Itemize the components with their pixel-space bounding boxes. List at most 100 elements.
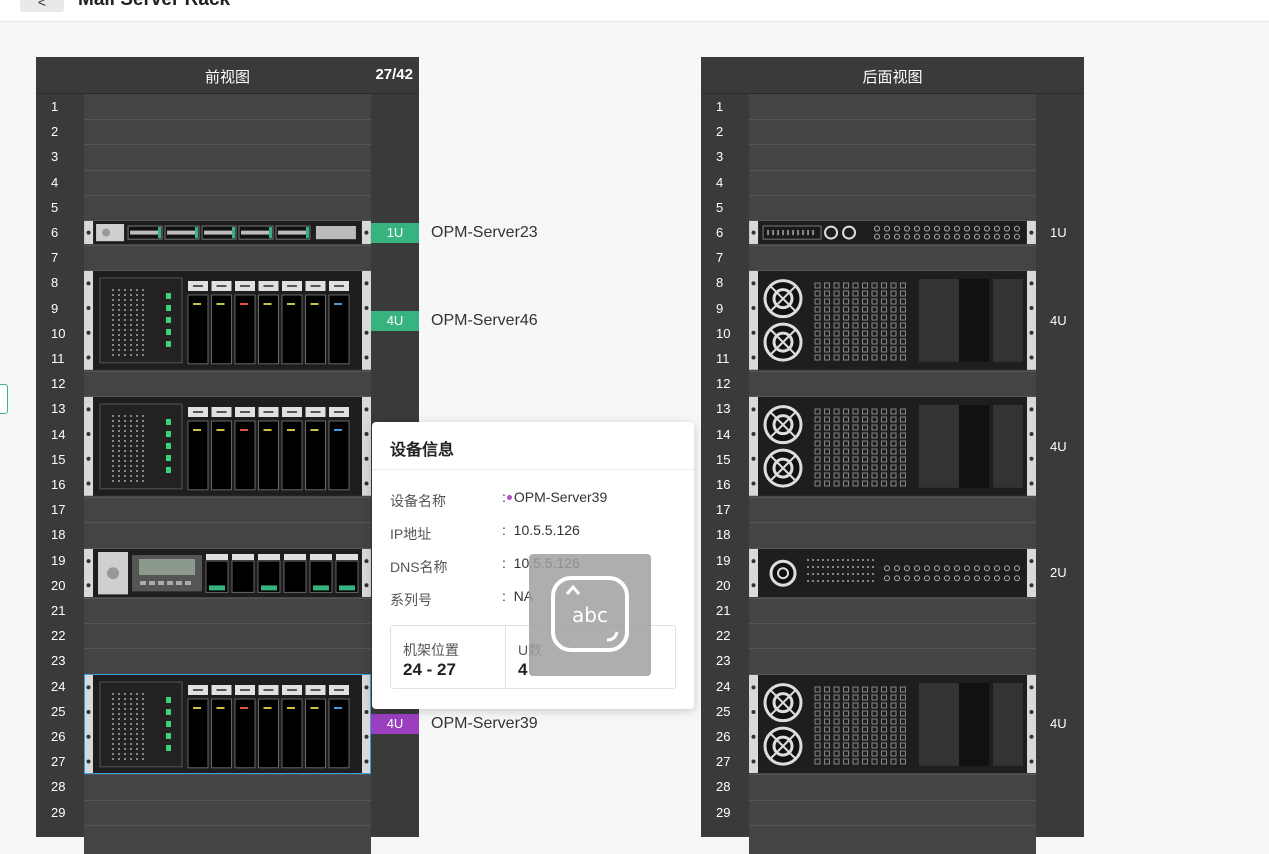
status-dot-icon [506,494,512,500]
unit-divider [84,396,371,398]
sep: : [502,588,506,604]
unit-number: 11 [716,351,730,366]
rack-device-back[interactable] [749,271,1036,371]
device-name-text: OPM-Server39 [513,489,608,505]
unit-divider [749,245,1036,247]
unit-number: 25 [51,703,66,719]
unit-size-tag: 1U [1050,224,1067,240]
unit-divider [749,673,1036,675]
rack-device-front[interactable] [84,548,371,597]
front-rack-header: 前视图 27/42 [36,57,419,94]
unit-number: 12 [716,376,731,392]
device-name-label: 设备名称 [390,493,446,509]
keyboard-ime-overlay: abc [529,554,651,676]
rack-device-front[interactable] [84,397,371,497]
unit-divider [749,623,1036,625]
unit-number: 14 [716,426,731,442]
dns-label: DNS名称 [390,559,448,575]
unit-divider [84,497,371,499]
unit-number: 3 [716,149,724,165]
popup-title: 设备信息 [390,442,455,459]
unit-divider [749,547,1036,549]
rack-device-back[interactable] [749,674,1036,774]
unit-number: 14 [51,426,66,442]
unit-number: 1 [51,99,59,114]
unit-number: 16 [716,477,731,492]
ip-text: 10.5.5.126 [513,522,580,538]
unit-number: 21 [716,603,731,618]
unit-divider [84,598,371,599]
popup-divider [372,469,694,470]
unit-divider [749,774,1036,776]
unit-number: 19 [716,552,731,568]
unit-size-tag: 4U [371,310,419,331]
unit-number: 10 [716,325,731,341]
keyboard-abc-icon: abc [551,576,629,652]
rack-device-front[interactable] [84,271,371,371]
back-button[interactable]: < [20,0,64,12]
unit-size-tag: 1U [371,222,419,243]
unit-number: 29 [51,804,66,820]
unit-number: 7 [51,250,59,266]
unit-divider [84,245,371,247]
unit-divider [749,169,1036,171]
ip-value: : 10.5.5.126 [502,522,580,538]
device-name-label[interactable]: OPM-Server23 [431,223,538,241]
ip-label: IP地址 [390,526,432,542]
unit-number: 9 [716,300,724,316]
server-graphic [84,674,371,774]
rack-usage-count: 27/42 [375,66,413,83]
unit-number: 20 [51,577,66,593]
unit-number: 19 [51,552,66,568]
rack-position-value: 24 - 27 [403,660,456,679]
unit-size-tag: 2U [1050,564,1067,580]
unit-divider [749,220,1036,221]
unit-number: 24 [716,678,731,694]
side-panel-toggle[interactable] [0,384,8,414]
unit-number: 6 [716,225,724,240]
unit-number: 5 [716,199,724,215]
unit-divider [749,497,1036,499]
unit-number: 27 [716,754,731,770]
unit-number: 21 [51,603,66,618]
server-graphic [749,397,1036,497]
unit-number: 2 [51,124,59,140]
unit-size-tag: 4U [1050,716,1067,731]
unit-number: 18 [51,527,66,543]
unit-number: 3 [51,149,59,165]
server-graphic [749,271,1036,371]
unit-divider [84,547,371,549]
unit-number: 4 [51,174,59,190]
front-rack-title: 前视图 [204,69,250,86]
rack-device-back[interactable] [749,397,1036,497]
unit-number: 9 [51,300,59,316]
unit-divider [84,522,371,524]
sep: : [502,522,506,538]
unit-number: 28 [716,779,731,795]
rack-device-front[interactable] [84,674,371,774]
unit-divider [749,799,1036,801]
rack-device-back[interactable] [749,221,1036,245]
server-graphic [84,271,371,371]
unit-number: 11 [51,351,65,366]
unit-number: 24 [51,678,66,694]
unit-number: 28 [51,779,66,795]
rack-device-front[interactable] [84,221,371,245]
unit-number: 29 [716,804,731,820]
unit-number: 18 [716,527,731,543]
unit-number: 23 [716,653,731,669]
unit-number: 2 [716,124,724,140]
back-rack-header: 后面视图 [701,57,1084,94]
rack-device-back[interactable] [749,548,1036,597]
unit-number: 12 [51,376,66,392]
unit-divider [84,270,371,272]
device-name-label[interactable]: OPM-Server46 [431,311,538,329]
unit-number: 13 [716,401,731,417]
unit-divider [749,598,1036,599]
serial-value: : NA [502,588,533,604]
unit-number: 4 [716,174,724,190]
unit-divider [749,396,1036,398]
unit-divider [749,119,1036,121]
sep: : [502,555,506,571]
device-name-label[interactable]: OPM-Server39 [431,715,538,732]
